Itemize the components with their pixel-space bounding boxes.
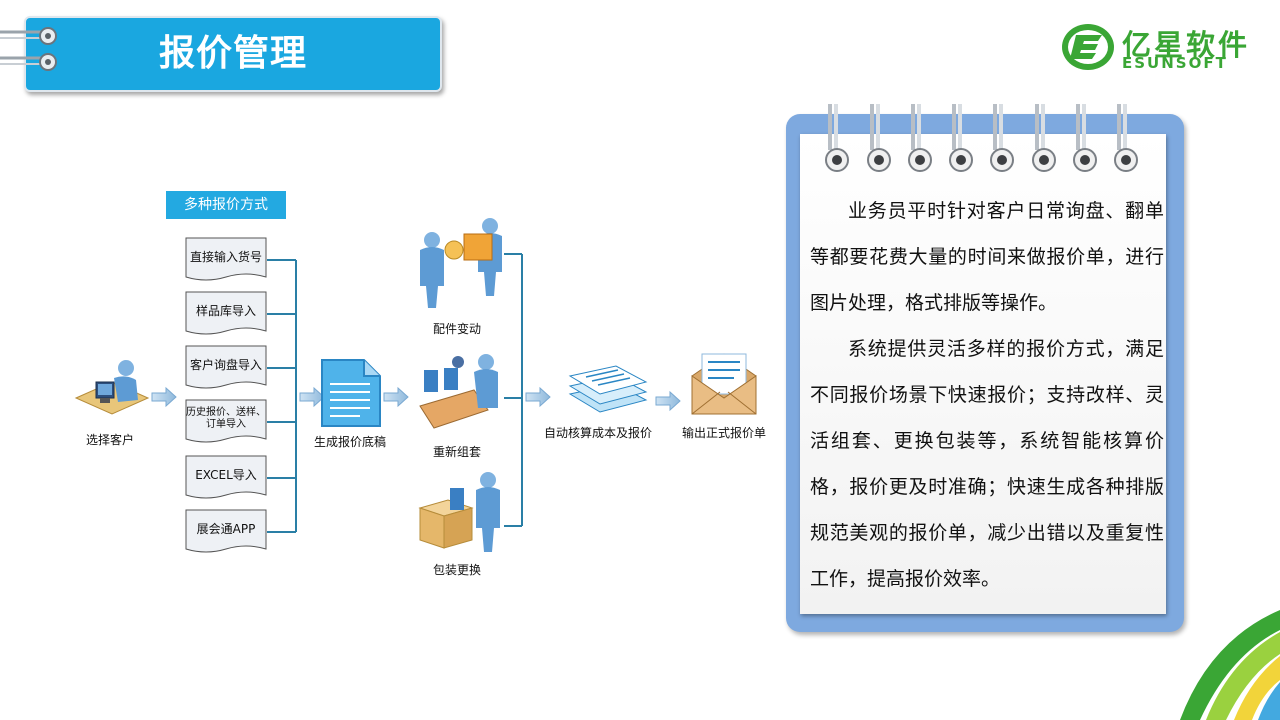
binder-clip-icon xyxy=(0,53,57,71)
logo-text-cn: 亿星软件 xyxy=(1122,28,1251,62)
output-label: 输出正式报价单 xyxy=(682,426,767,440)
method-label: 历史报价、送样、订单导入 xyxy=(186,407,266,430)
envelope-quote-icon xyxy=(691,353,757,415)
notebook-ring-icon xyxy=(1032,104,1056,172)
methods-header: 多种报价方式 xyxy=(166,191,286,219)
option-label: 配件变动 xyxy=(433,322,482,336)
document-icon xyxy=(185,509,267,553)
method-label: 直接输入货号 xyxy=(189,250,262,264)
document-icon xyxy=(185,345,267,389)
notebook-ring-icon xyxy=(825,104,849,172)
header-banner: 报价管理 xyxy=(24,16,442,92)
notebook-paper xyxy=(800,134,1166,614)
method-direct-input[interactable]: 直接输入货号 xyxy=(185,237,267,283)
document-icon xyxy=(185,455,267,499)
notebook-ring-icon xyxy=(1073,104,1097,172)
binder-clip-icon xyxy=(0,27,57,45)
method-excel-import[interactable]: EXCEL导入 xyxy=(185,455,267,501)
notebook-ring-icon xyxy=(949,104,973,172)
notebook-ring-icon xyxy=(867,104,891,172)
auto-calc-label: 自动核算成本及报价 xyxy=(544,426,653,440)
method-label: EXCEL导入 xyxy=(195,468,257,482)
draft-document-icon xyxy=(321,359,381,427)
esunsoft-logo-icon xyxy=(1062,24,1114,70)
notebook-ring-icon xyxy=(1114,104,1138,172)
select-customer-label: 选择客户 xyxy=(86,433,135,447)
customer-at-computer-icon xyxy=(74,360,150,415)
stacked-reports-icon xyxy=(568,365,648,413)
method-label: 样品库导入 xyxy=(195,304,256,318)
method-expo-app[interactable]: 展会通APP xyxy=(185,509,267,555)
generate-draft-label: 生成报价底稿 xyxy=(314,435,387,449)
regroup-set-icon xyxy=(419,354,498,429)
document-icon xyxy=(185,291,267,335)
page-title: 报价管理 xyxy=(158,33,307,74)
note-paragraph-1: 业务员平时针对客户日常询盘、翻单等都要花费大量的时间来做报价单，进行图片处理，格… xyxy=(810,200,1164,314)
corner-swoosh-decoration xyxy=(1180,610,1280,720)
method-label: 展会通APP xyxy=(196,522,256,536)
option-label: 重新组套 xyxy=(433,445,482,459)
method-history-import[interactable]: 历史报价、送样、订单导入 xyxy=(185,399,267,445)
package-change-icon xyxy=(418,472,500,552)
logo-text-en: ESUNSOFT xyxy=(1122,54,1228,72)
notebook-ring-icon xyxy=(908,104,932,172)
method-label: 客户询盘导入 xyxy=(189,358,262,372)
parts-change-icon xyxy=(420,218,502,308)
method-sample-library[interactable]: 样品库导入 xyxy=(185,291,267,337)
note-paragraph-2: 系统提供灵活多样的报价方式，满足不同报价场景下快速报价；支持改样、灵活组套、更换… xyxy=(810,338,1164,590)
option-label: 包装更换 xyxy=(433,563,482,577)
document-icon xyxy=(185,237,267,281)
method-inquiry-import[interactable]: 客户询盘导入 xyxy=(185,345,267,391)
notebook-ring-icon xyxy=(990,104,1014,172)
document-icon xyxy=(185,399,267,443)
